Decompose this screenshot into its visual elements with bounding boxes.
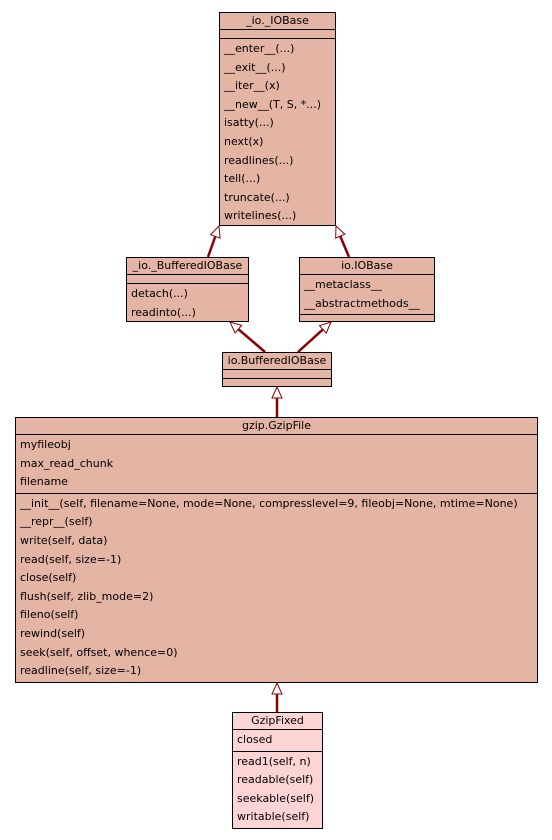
attributes-section <box>220 30 335 39</box>
method-item: write(self, data) <box>20 533 108 547</box>
method-item: __exit__(...) <box>224 60 286 74</box>
class-io-iobase-c[interactable]: _io._IOBase __enter__(...) __exit__(...)… <box>219 12 336 226</box>
attributes-section: __metaclass__ __abstractmethods__ <box>300 275 434 316</box>
method-item: readable(self) <box>237 773 314 787</box>
method-item: __iter__(x) <box>224 79 280 93</box>
method-item: close(self) <box>20 571 77 585</box>
method-item: read(self, size=-1) <box>20 552 122 566</box>
inheritance-arrowhead-icon <box>271 681 283 695</box>
method-item: writelines(...) <box>224 209 297 223</box>
method-item: writable(self) <box>237 810 310 824</box>
method-item: __enter__(...) <box>224 42 295 55</box>
method-item: rewind(self) <box>20 626 86 640</box>
methods-section: detach(...) readinto(...) <box>127 284 248 323</box>
method-item: fileno(self) <box>20 608 79 622</box>
methods-section <box>223 379 331 387</box>
edge-gzipfile-to-io-buffered <box>271 385 283 417</box>
method-item: read1(self, n) <box>237 754 311 768</box>
method-item: truncate(...) <box>224 190 290 204</box>
method-item: seek(self, offset, whence=0) <box>20 645 178 659</box>
methods-section: __init__(self, filename=None, mode=None,… <box>16 494 537 682</box>
edge-io-buffered-to-buffered-c <box>229 321 266 353</box>
class-gzip-gzipfile[interactable]: gzip.GzipFile myfileobj max_read_chunk f… <box>15 417 538 683</box>
methods-section: __enter__(...) __exit__(...) __iter__(x)… <box>220 39 335 227</box>
inheritance-arrowhead-icon <box>335 224 346 239</box>
class-name: _io._BufferedIOBase <box>127 258 248 275</box>
method-item: seekable(self) <box>237 791 314 805</box>
method-item: tell(...) <box>224 172 261 186</box>
method-item: readinto(...) <box>131 305 196 319</box>
class-io-iobase[interactable]: io.IOBase __metaclass__ __abstractmethod… <box>299 257 435 322</box>
class-name: io.IOBase <box>300 258 434 275</box>
class-gzipfixed[interactable]: GzipFixed closed read1(self, n) readable… <box>232 712 323 829</box>
edge-line <box>206 235 217 258</box>
attribute-item: filename <box>20 475 68 489</box>
methods-section: read1(self, n) readable(self) seekable(s… <box>233 752 322 828</box>
class-name: GzipFixed <box>233 713 322 730</box>
edge-io-iobase-to-iobase-c <box>335 224 351 258</box>
attributes-section: closed <box>233 730 322 752</box>
edge-line <box>297 328 324 353</box>
inheritance-arrowhead-icon <box>229 321 243 334</box>
method-item: __new__(T, S, *...) <box>224 97 321 111</box>
attribute-item: closed <box>237 733 273 746</box>
class-name: gzip.GzipFile <box>16 418 537 435</box>
method-item: detach(...) <box>131 287 188 300</box>
edge-io-buffered-to-io-iobase <box>297 321 332 353</box>
edge-line <box>339 235 351 258</box>
class-io-buffered-iobase-c[interactable]: _io._BufferedIOBase detach(...) readinto… <box>126 257 249 322</box>
method-item: flush(self, zlib_mode=2) <box>20 589 154 603</box>
class-name: io.BufferedIOBase <box>223 353 331 370</box>
inheritance-arrowhead-icon <box>271 385 283 399</box>
class-io-buffered-iobase[interactable]: io.BufferedIOBase <box>222 352 332 387</box>
method-item: readline(self, size=-1) <box>20 664 142 678</box>
attributes-section: myfileobj max_read_chunk filename <box>16 435 537 494</box>
method-item: __init__(self, filename=None, mode=None,… <box>20 496 518 510</box>
edge-gzipfixed-to-gzipfile <box>271 681 283 712</box>
edge-buffered-c-to-iobase-c <box>206 224 221 258</box>
method-item: isatty(...) <box>224 116 274 130</box>
attribute-item: myfileobj <box>20 438 71 451</box>
attribute-item: __metaclass__ <box>304 278 382 291</box>
method-item: next(x) <box>224 134 264 148</box>
inheritance-arrowhead-icon <box>209 224 221 239</box>
class-name: _io._IOBase <box>220 13 335 30</box>
edge-line <box>237 328 266 353</box>
inheritance-arrowhead-icon <box>318 321 332 335</box>
attributes-section <box>223 370 331 379</box>
attributes-section <box>127 275 248 284</box>
methods-section <box>300 315 434 323</box>
attribute-item: __abstractmethods__ <box>304 296 420 310</box>
attribute-item: max_read_chunk <box>20 456 114 470</box>
method-item: readlines(...) <box>224 153 294 167</box>
method-item: __repr__(self) <box>20 515 93 529</box>
